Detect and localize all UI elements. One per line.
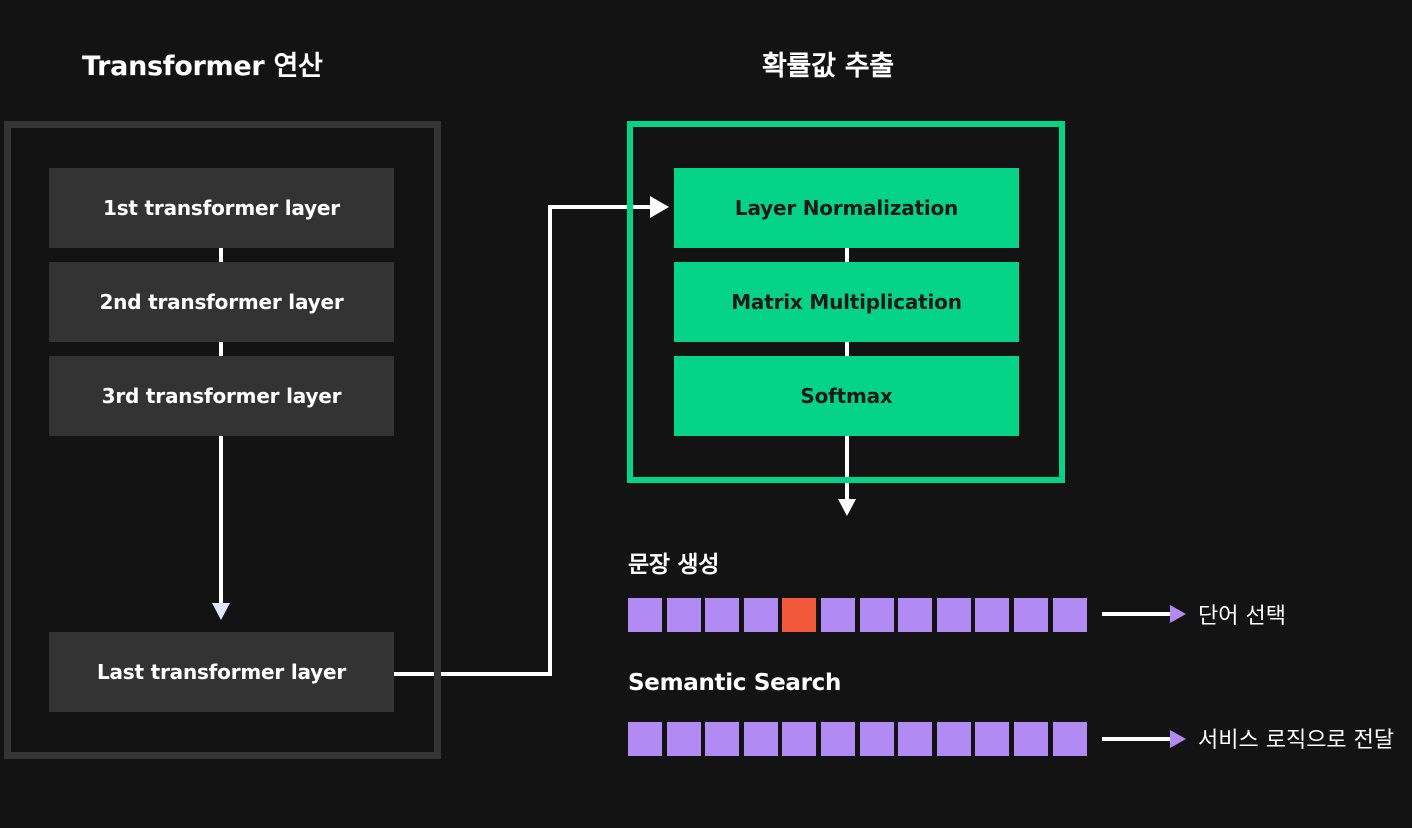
token <box>1053 598 1087 632</box>
softmax-step: Softmax <box>674 356 1019 436</box>
token <box>628 598 662 632</box>
token <box>1014 598 1048 632</box>
arrowhead-right-icon <box>1170 730 1186 748</box>
probability-section-title: 확률값 추출 <box>762 51 894 82</box>
sentence-generation-label: 문장 생성 <box>628 552 720 578</box>
matrix-multiplication-step: Matrix Multiplication <box>674 262 1019 342</box>
token <box>975 598 1009 632</box>
arrowhead-down-icon <box>838 499 856 516</box>
semantic-search-label: Semantic Search <box>628 670 842 696</box>
arrowhead-right-icon <box>650 196 669 218</box>
token <box>667 722 701 756</box>
token <box>705 722 739 756</box>
service-logic-label: 서비스 로직으로 전달 <box>1198 728 1395 753</box>
arrowhead-right-icon <box>1170 605 1186 623</box>
transformer-frame <box>4 121 441 759</box>
probability-frame <box>627 121 1065 483</box>
token <box>937 598 971 632</box>
transformer-layer-3: 3rd transformer layer <box>49 356 394 436</box>
token <box>782 722 816 756</box>
transformer-layer-2: 2nd transformer layer <box>49 262 394 342</box>
word-select-label: 단어 선택 <box>1198 604 1286 629</box>
token <box>1053 722 1087 756</box>
token <box>937 722 971 756</box>
token <box>821 598 855 632</box>
token <box>975 722 1009 756</box>
token-selected <box>782 598 816 632</box>
token <box>744 598 778 632</box>
arrowhead-down-icon <box>212 603 230 620</box>
connector-last-to-layernorm <box>393 205 652 676</box>
token <box>705 598 739 632</box>
token <box>628 722 662 756</box>
token <box>860 598 894 632</box>
token <box>744 722 778 756</box>
transformer-section-title: Transformer 연산 <box>82 51 323 82</box>
token <box>860 722 894 756</box>
token <box>898 722 932 756</box>
token <box>1014 722 1048 756</box>
transformer-layer-last: Last transformer layer <box>49 632 394 712</box>
token <box>898 598 932 632</box>
layer-normalization-step: Layer Normalization <box>674 168 1019 248</box>
token <box>821 722 855 756</box>
token <box>667 598 701 632</box>
transformer-layer-1: 1st transformer layer <box>49 168 394 248</box>
